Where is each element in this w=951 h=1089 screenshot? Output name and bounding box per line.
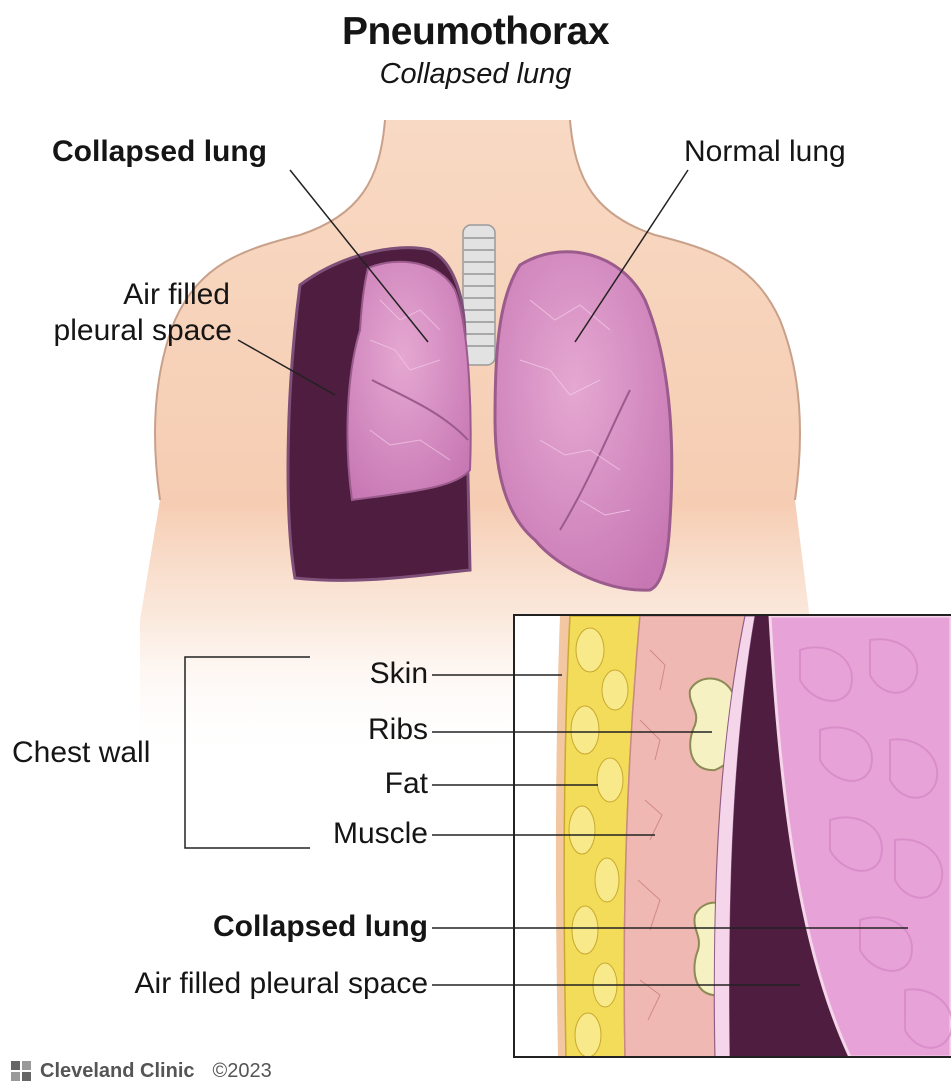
- chest-wall-inset: [514, 615, 951, 1057]
- footer-copyright: ©2023: [213, 1060, 272, 1083]
- label-air-filled-bottom: Air filled pleural space: [40, 967, 428, 1001]
- label-fat: Fat: [300, 767, 428, 801]
- page-title: Pneumothorax: [0, 10, 951, 54]
- collapsed-lung-shape: [347, 262, 470, 500]
- footer-brand: Cleveland Clinic: [40, 1060, 195, 1083]
- label-skin: Skin: [300, 657, 428, 691]
- page-subtitle: Collapsed lung: [0, 58, 951, 91]
- label-chest-wall: Chest wall: [12, 736, 150, 770]
- label-collapsed-lung-top: Collapsed lung: [52, 135, 267, 169]
- label-normal-lung: Normal lung: [684, 135, 846, 169]
- label-air-filled-line2: pleural space: [10, 314, 232, 348]
- trachea: [463, 225, 495, 365]
- footer: Cleveland Clinic ©2023: [10, 1058, 272, 1084]
- label-ribs: Ribs: [300, 713, 428, 747]
- cleveland-clinic-logo-icon: [10, 1060, 32, 1082]
- collapsed-lung-side: [288, 248, 471, 581]
- label-collapsed-lung-bottom: Collapsed lung: [120, 910, 428, 944]
- label-air-filled-line1: Air filled: [30, 278, 230, 312]
- label-muscle: Muscle: [260, 817, 428, 851]
